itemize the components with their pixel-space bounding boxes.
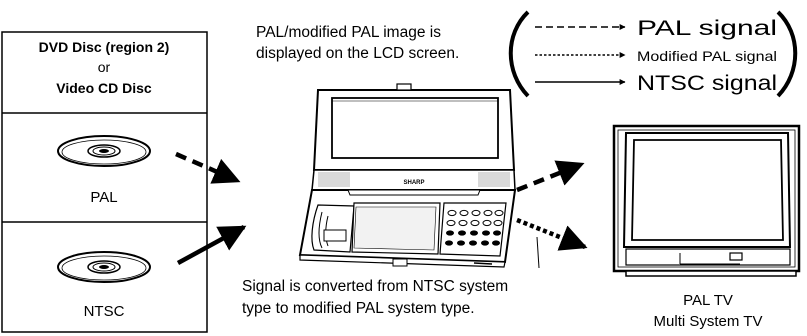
legend-bracket-right xyxy=(776,10,798,98)
ntsc-disc-icon xyxy=(57,251,151,283)
tv-label-line1: PAL TV xyxy=(683,292,733,309)
disc-header-line2: or xyxy=(98,59,111,75)
speaker-grille-right xyxy=(478,172,510,187)
tv-screen xyxy=(631,139,784,241)
disc-header-line3: Video CD Disc xyxy=(56,80,152,96)
pal-disc-icon xyxy=(57,135,151,167)
pal-signal-arrow-in xyxy=(175,151,241,184)
ntsc-signal-arrow-in xyxy=(176,225,247,265)
disc-panel: DVD Disc (region 2) or Video CD Disc PAL… xyxy=(1,31,208,333)
pal-disc-label: PAL xyxy=(90,189,117,206)
tray-button xyxy=(323,229,347,242)
signal-legend: PAL signal Modified PAL signal NTSC sign… xyxy=(508,10,798,98)
tv-base xyxy=(625,270,797,277)
ntsc-disc-label: NTSC xyxy=(84,303,125,320)
player-brand: SHARP xyxy=(403,180,424,186)
caption-bottom-line1: Signal is converted from NTSC system xyxy=(242,278,508,295)
disc-panel-frame xyxy=(1,31,208,333)
television xyxy=(612,124,801,277)
tv-control-panel xyxy=(625,248,791,266)
legend-ntsc-label: NTSC signal xyxy=(637,72,777,95)
front-latch xyxy=(392,258,408,267)
tv-power-button xyxy=(729,252,743,261)
caption-pointer-line xyxy=(536,236,540,269)
lid-latch xyxy=(396,83,412,91)
caption-bottom-line2: type to modified PAL system type. xyxy=(242,300,475,317)
disc-header-line1: DVD Disc (region 2) xyxy=(39,39,170,55)
caption-top-line1: PAL/modified PAL image is xyxy=(256,24,441,41)
legend-bracket-left xyxy=(508,10,530,98)
lcd-screen xyxy=(331,97,499,159)
modified-pal-signal-arrow-out xyxy=(516,217,588,251)
disc-tray xyxy=(311,204,355,253)
keypad xyxy=(439,202,507,257)
pal-signal-arrow-out xyxy=(516,160,585,193)
legend-pal-label: PAL signal xyxy=(637,17,777,40)
legend-modified-pal-label: Modified PAL signal xyxy=(637,48,777,64)
speaker-grille-left xyxy=(318,172,350,187)
caption-top-line2: displayed on the LCD screen. xyxy=(256,45,459,62)
tv-label-line2: Multi System TV xyxy=(654,313,763,330)
portable-dvd-player: SHARP xyxy=(298,83,517,268)
